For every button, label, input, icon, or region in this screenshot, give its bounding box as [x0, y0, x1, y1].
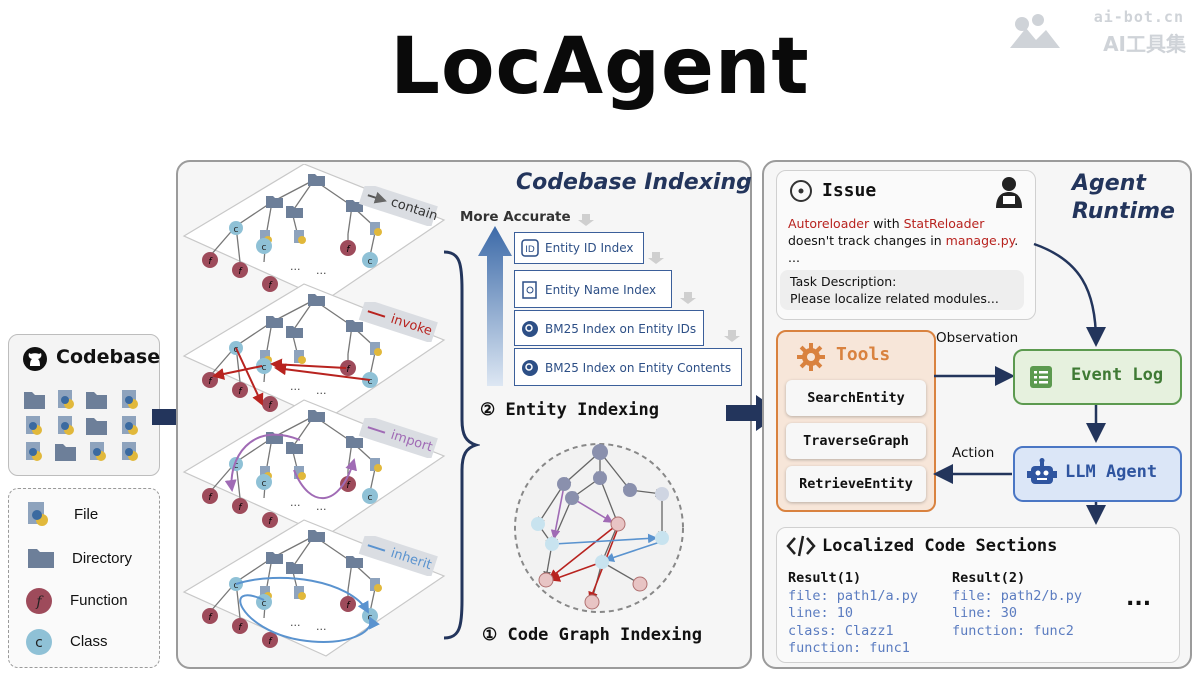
index-entity-name: Entity Name Index: [514, 270, 672, 308]
developer-icon: [996, 177, 1022, 208]
result-2-line-1: file: path2/b.py: [952, 587, 1083, 604]
legend-file-label: File: [74, 506, 99, 523]
tools-box: Tools SearchEntity TraverseGraph Retriev…: [776, 330, 936, 512]
result-1: Result(1) file: path1/a.py line: 10 clas…: [788, 570, 918, 658]
index-bm25-ids-label: BM25 Index on Entity IDs: [545, 322, 697, 336]
more-results: ...: [1126, 586, 1152, 611]
gear-icon: [797, 343, 825, 371]
task-text: Please localize related modules...: [790, 291, 999, 306]
llm-agent-box: LLM Agent: [1013, 446, 1182, 502]
id-index-icon: ID: [521, 239, 539, 257]
indexing-title: Codebase Indexing: [516, 170, 752, 195]
layer-label-import: [358, 418, 438, 458]
page-title: LocAgent: [390, 22, 810, 112]
issue-period: .: [1014, 233, 1019, 248]
legend-directory-label: Directory: [72, 550, 133, 567]
issue-with: with: [869, 216, 904, 231]
result-2-title: Result(2): [952, 570, 1026, 586]
layers-brace: [443, 250, 480, 640]
runtime-title-line2: Runtime: [1072, 199, 1175, 224]
index-entity-name-label: Entity Name Index: [545, 283, 657, 297]
index-bm25-contents: BM25 Index on Entity Contents: [514, 348, 742, 386]
legend-function-label: Function: [70, 592, 128, 609]
code-graph-indexing-label: ① Code Graph Indexing: [482, 625, 702, 645]
index-entity-id: ID Entity ID Index: [514, 232, 644, 264]
accuracy-arrow: [478, 226, 512, 386]
result-1-line-3: class: Clazz1: [788, 622, 894, 639]
issue-managepy: manage.py: [945, 233, 1015, 248]
issue-text: Autoreloader with StatReloader doesn't t…: [788, 215, 1018, 266]
localized-code-card: [776, 527, 1180, 663]
issue-autoreloader: Autoreloader: [788, 216, 870, 231]
observation-label: Observation: [936, 330, 1019, 346]
localized-heading: Localized Code Sections: [822, 536, 1058, 556]
file-icon: [28, 502, 48, 526]
issue-icon: [790, 180, 812, 202]
result-1-line-1: file: path1/a.py: [788, 587, 919, 604]
more-accurate-label: More Accurate: [460, 209, 571, 225]
watermark-brand: AI工具集: [1103, 32, 1186, 56]
watermark-logo-icon: [1008, 10, 1062, 54]
result-2: Result(2) file: path2/b.py line: 30 func…: [952, 570, 1082, 640]
entity-indexing-label: ② Entity Indexing: [480, 400, 659, 420]
result-2-line-2: line: 30: [952, 605, 1018, 621]
codebase-label: Codebase: [56, 346, 161, 368]
folder-icon: [28, 549, 54, 568]
issue-track: doesn't track changes in: [788, 233, 946, 248]
codebase-files-grid: [24, 390, 138, 461]
class-icon: c: [26, 629, 52, 655]
issue-ellipsis: ...: [788, 250, 800, 265]
index-step-arrows: [578, 214, 740, 342]
function-icon: f: [26, 588, 52, 614]
runtime-title-line1: Agent: [1072, 171, 1146, 196]
list-icon: [1030, 366, 1052, 388]
tool-retrieve-entity[interactable]: RetrieveEntity: [786, 466, 926, 502]
layer-label-inherit: [358, 536, 438, 576]
issue-line-2: doesn't track changes in manage.py.: [788, 232, 1018, 249]
event-log-label: Event Log: [1071, 365, 1164, 385]
tools-heading: Tools: [836, 344, 891, 365]
svg-text:ID: ID: [525, 245, 535, 255]
event-log-box: Event Log: [1013, 349, 1182, 405]
bm25-ids-icon: [522, 321, 538, 337]
action-label: Action: [952, 445, 995, 461]
tool-search-entity[interactable]: SearchEntity: [786, 380, 926, 416]
name-index-icon: [522, 281, 537, 299]
watermark-domain: ai-bot.cn: [1093, 8, 1184, 26]
layer-label-contain: [358, 186, 438, 226]
task-label: Task Description:: [790, 274, 897, 289]
runtime-arrows: [933, 242, 1106, 525]
svg-text:f: f: [35, 594, 44, 610]
runtime-title: Agent Runtime: [1072, 170, 1175, 226]
code-graph: [514, 443, 684, 613]
result-1-line-4: function: func1: [788, 640, 910, 656]
result-1-line-2: line: 10: [788, 605, 854, 621]
task-description: Task Description: Please localize relate…: [780, 270, 1024, 310]
code-icon: [786, 535, 816, 557]
issue-line-1: Autoreloader with StatReloader: [788, 215, 1018, 232]
index-bm25-ids: BM25 Index on Entity IDs: [514, 310, 704, 346]
robot-icon: [1027, 458, 1057, 484]
llm-agent-label: LLM Agent: [1065, 462, 1158, 482]
legend-class-label: Class: [70, 633, 108, 650]
issue-statreloader: StatReloader: [903, 216, 985, 231]
index-entity-id-label: Entity ID Index: [545, 241, 634, 255]
tool-traverse-graph[interactable]: TraverseGraph: [786, 423, 926, 459]
layered-graphs: c c f f f f c ......: [183, 164, 445, 657]
github-icon: [22, 346, 48, 376]
result-1-title: Result(1): [788, 570, 862, 586]
layer-label-invoke: [358, 302, 438, 342]
index-bm25-contents-label: BM25 Index on Entity Contents: [545, 361, 732, 375]
issue-heading: Issue: [822, 180, 877, 201]
result-2-line-3: function: func2: [952, 622, 1074, 639]
svg-text:c: c: [35, 635, 43, 651]
bm25-contents-icon: [522, 360, 538, 376]
